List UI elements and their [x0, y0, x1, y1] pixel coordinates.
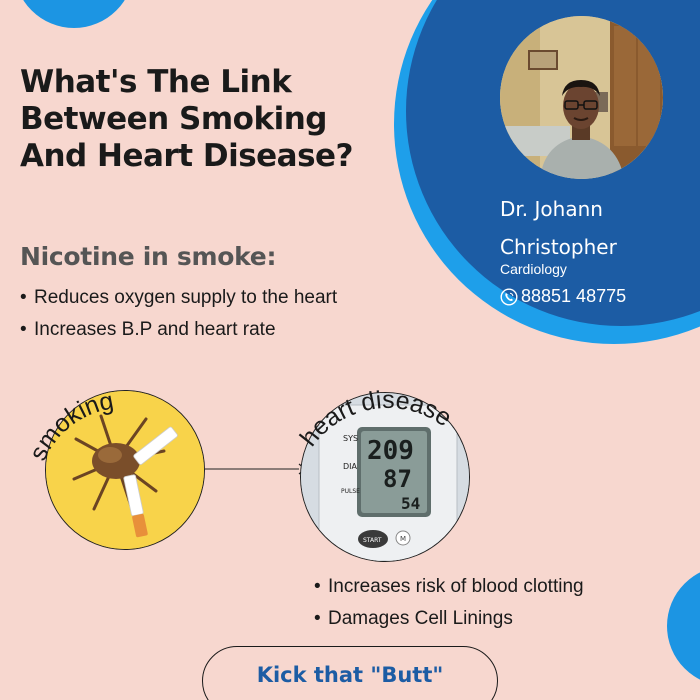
m-button-label: M — [400, 535, 406, 543]
smoking-illustration — [45, 390, 205, 550]
list-item: Increases risk of blood clotting — [314, 571, 584, 603]
decorative-circle-bottom-right — [667, 566, 700, 686]
heart-disease-arc-label: heart disease — [295, 386, 457, 452]
phone-number: 88851 48775 — [521, 286, 627, 306]
heart-disease-label: heart disease — [295, 386, 457, 452]
pulse-label: PULSE — [341, 488, 360, 495]
doctor-name: Dr. Johann Christopher — [500, 197, 617, 259]
heart-effects-list: Increases risk of blood clotting Damages… — [314, 571, 584, 635]
svg-text:heart disease: heart disease — [295, 386, 457, 452]
pulse-value: 54 — [401, 494, 420, 513]
list-item: Damages Cell Linings — [314, 603, 584, 635]
headline: What's The Link Between Smoking And Hear… — [20, 64, 354, 174]
nicotine-effects-list: Reduces oxygen supply to the heart Incre… — [20, 282, 337, 346]
decorative-circle-top-left — [14, 0, 134, 28]
start-button-label: START — [363, 537, 382, 544]
dia-value: 87 — [383, 465, 412, 493]
list-item: Reduces oxygen supply to the heart — [20, 282, 337, 314]
kick-that-butt-button[interactable]: Kick that "Butt" — [202, 646, 498, 700]
svg-text:smoking: smoking — [24, 387, 116, 465]
smoking-arc-label: smoking — [24, 387, 116, 465]
doctor-specialty: Cardiology — [500, 261, 567, 277]
cta-label: Kick that "Butt" — [256, 663, 444, 687]
smoking-label: smoking — [24, 387, 116, 465]
doctor-photo — [500, 16, 663, 179]
sys-value: 209 — [367, 436, 414, 466]
doctor-phone[interactable]: 88851 48775 — [500, 286, 626, 307]
list-item: Increases B.P and heart rate — [20, 314, 337, 346]
nicotine-heading: Nicotine in smoke: — [20, 242, 277, 271]
phone-icon — [500, 287, 518, 306]
sys-label: SYS — [343, 434, 358, 443]
dia-label: DIA — [343, 462, 358, 471]
blood-pressure-monitor-illustration: SYS DIA PULSE 209 87 54 START M — [300, 392, 470, 562]
